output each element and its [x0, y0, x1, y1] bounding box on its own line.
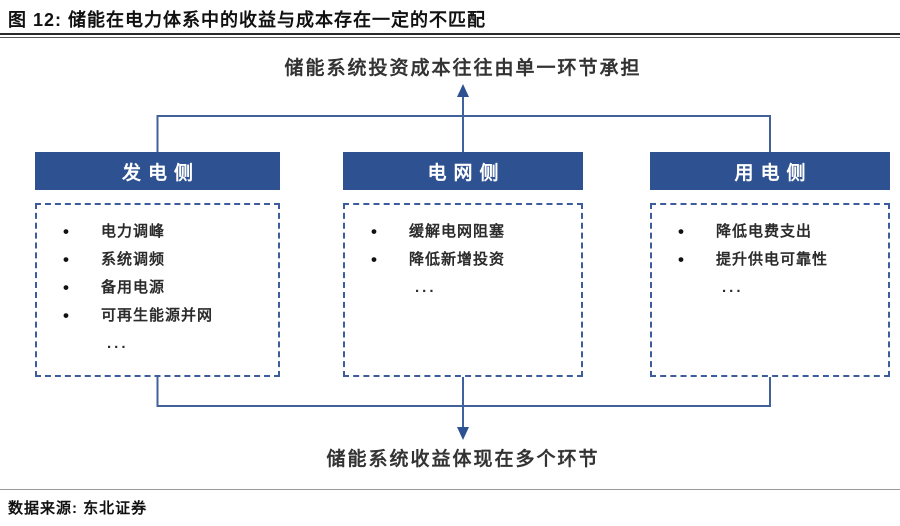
header-box-generation: 发电侧: [35, 152, 280, 190]
list-ellipsis: ...: [722, 279, 744, 296]
consumption-list: 降低电费支出 提升供电可靠性 ...: [652, 205, 888, 302]
top-bracket-line: [156, 115, 771, 152]
header-box-consumption: 用电侧: [650, 152, 890, 190]
figure-title: 图 12: 储能在电力体系中的收益与成本存在一定的不匹配: [8, 10, 487, 30]
list-item: 缓解电网阻塞: [371, 218, 575, 246]
data-source: 数据来源: 东北证券: [8, 500, 148, 517]
top-caption: 储能系统投资成本往往由单一环节承担: [284, 58, 642, 79]
title-divider-thin: [0, 37, 900, 38]
list-box-generation: 电力调峰 系统调频 备用电源 可再生能源并网 ...: [35, 203, 280, 377]
generation-list: 电力调峰 系统调频 备用电源 可再生能源并网 ...: [37, 205, 278, 358]
list-item: 降低电费支出: [678, 218, 882, 246]
header-box-grid: 电网侧: [343, 152, 583, 190]
grid-list: 缓解电网阻塞 降低新增投资 ...: [345, 205, 581, 302]
list-item: 可再生能源并网: [63, 302, 272, 330]
list-box-grid: 缓解电网阻塞 降低新增投资 ...: [343, 203, 583, 377]
up-arrow-head-icon: [457, 84, 469, 97]
list-box-consumption: 降低电费支出 提升供电可靠性 ...: [650, 203, 890, 377]
list-item: 提升供电可靠性: [678, 246, 882, 274]
list-item: 系统调频: [63, 246, 272, 274]
list-ellipsis: ...: [415, 279, 437, 296]
list-item: 降低新增投资: [371, 246, 575, 274]
list-ellipsis: ...: [107, 335, 129, 352]
bottom-caption: 储能系统收益体现在多个环节: [326, 449, 600, 470]
bottom-bracket-line: [156, 377, 771, 407]
footer-divider: [0, 489, 900, 490]
title-divider-thick: [0, 33, 900, 35]
down-arrow-head-icon: [457, 427, 469, 440]
list-item: 电力调峰: [63, 218, 272, 246]
list-item: 备用电源: [63, 274, 272, 302]
